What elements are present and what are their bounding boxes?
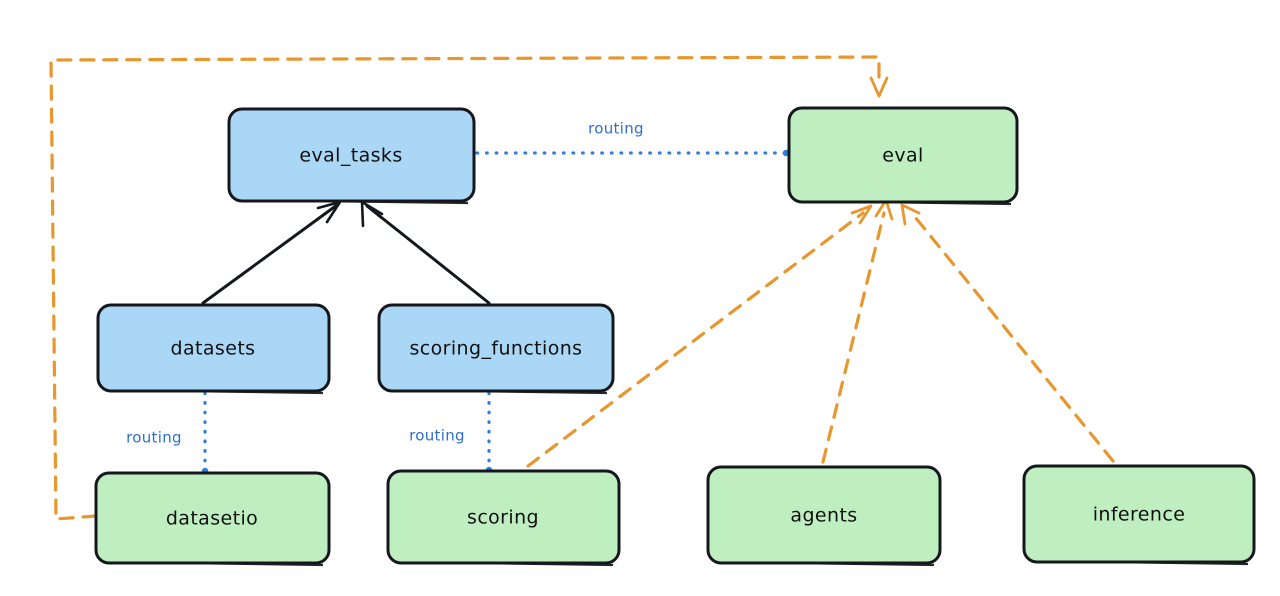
edge-scoring-functions-scoring bbox=[485, 391, 493, 474]
edge-label-routing-eval-tasks-eval: routing bbox=[588, 120, 644, 138]
node-scoring-label: scoring bbox=[467, 507, 539, 529]
edge-scoring-eval bbox=[526, 204, 873, 468]
node-agents-label: agents bbox=[790, 505, 857, 527]
node-inference-label: inference bbox=[1093, 504, 1186, 526]
edge-datasets-eval-tasks bbox=[201, 200, 342, 305]
node-datasetio-box bbox=[94, 471, 331, 565]
edge-label-layer: routing routing routing bbox=[126, 120, 644, 447]
edge-eval-tasks-eval bbox=[475, 149, 790, 157]
node-eval-box bbox=[787, 106, 1019, 204]
node-datasetio-label: datasetio bbox=[166, 508, 258, 530]
node-scoring-functions[interactable]: scoring_functions bbox=[377, 303, 615, 395]
node-eval-tasks-label: eval_tasks bbox=[299, 145, 402, 167]
edge-label-routing-scoring-functions-scoring: routing bbox=[409, 427, 465, 445]
node-scoring-functions-label: scoring_functions bbox=[410, 338, 583, 360]
node-eval-tasks-box bbox=[227, 107, 476, 203]
node-eval[interactable]: eval bbox=[787, 106, 1019, 206]
node-inference[interactable]: inference bbox=[1022, 464, 1256, 566]
edge-agents-eval bbox=[821, 198, 894, 464]
node-eval-tasks[interactable]: eval_tasks bbox=[227, 107, 476, 205]
edge-inference-eval bbox=[900, 203, 1115, 463]
node-datasetio[interactable]: datasetio bbox=[94, 471, 331, 567]
node-datasets-label: datasets bbox=[171, 338, 256, 360]
edge-scoring-functions-eval-tasks bbox=[360, 200, 491, 305]
edge-datasetio-eval bbox=[49, 55, 889, 521]
node-datasets[interactable]: datasets bbox=[96, 303, 331, 395]
node-scoring[interactable]: scoring bbox=[386, 469, 621, 567]
node-agents[interactable]: agents bbox=[706, 465, 942, 567]
node-agents-box bbox=[706, 465, 942, 565]
node-scoring-box bbox=[386, 469, 621, 565]
node-eval-label: eval bbox=[882, 145, 923, 167]
node-scoring-functions-box bbox=[377, 303, 615, 393]
node-datasets-box bbox=[96, 303, 331, 393]
edge-label-routing-datasets-datasetio: routing bbox=[126, 429, 182, 447]
edge-layer bbox=[49, 55, 1115, 521]
node-inference-box bbox=[1022, 464, 1256, 564]
edge-datasets-datasetio bbox=[201, 391, 209, 475]
node-layer: eval_tasks eval datasets scoring_functio… bbox=[94, 106, 1256, 567]
